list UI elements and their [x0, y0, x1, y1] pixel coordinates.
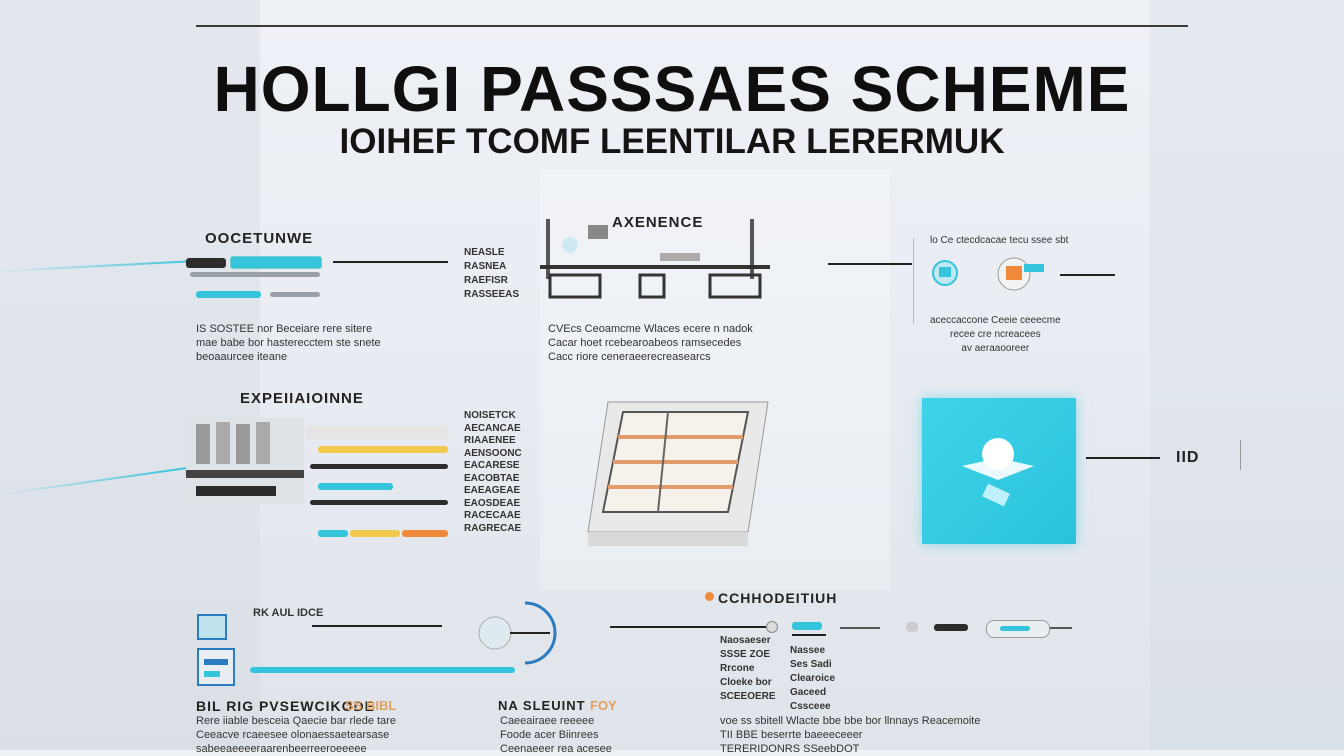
server-rack-icon	[186, 418, 304, 504]
mid-left-label: EXPEIIAIOINNE	[240, 390, 364, 407]
connector-line	[610, 626, 770, 628]
top-center-caption: CVEcs Ceoamcme Wlaces ecere n nadok Caca…	[548, 323, 753, 363]
progress-bar	[318, 530, 348, 537]
progress-bar	[934, 624, 968, 631]
mid-right-label: IID	[1176, 449, 1200, 466]
bottom-center-caption: Caeeairaee reeeee Foode acer Biinrees Ce…	[500, 715, 612, 755]
bottom-left-label: RK AUL IDCE	[253, 607, 324, 619]
progress-bar	[310, 500, 448, 505]
conveyor-machine-icon	[587, 401, 769, 546]
bottom-center-title: NA SLEUINT	[498, 698, 586, 713]
progress-bar	[402, 530, 448, 537]
progress-bar	[306, 426, 449, 440]
connector-line	[792, 634, 826, 636]
progress-bar	[792, 622, 822, 630]
background-panel	[1150, 0, 1344, 750]
connector-node	[906, 622, 918, 632]
progress-bar	[318, 483, 393, 490]
progress-bar	[318, 446, 448, 453]
sensor-icon	[478, 601, 557, 665]
divider	[913, 238, 914, 324]
bottom-right-side-text-b: Nassee Ses Sadi Clearoice Gaceed Cssceee	[790, 645, 836, 712]
device-icon	[197, 614, 235, 686]
progress-bar	[350, 530, 400, 537]
progress-bar	[186, 258, 226, 268]
machine-diagram	[540, 219, 770, 299]
top-left-label: OOCETUNWE	[205, 230, 314, 247]
page-subtitle: IOIHEF TCOMF LEENTILAR LERERMUK	[339, 122, 1005, 161]
progress-bar	[230, 256, 322, 269]
bottom-right-label: CCHHODEITIUH	[718, 590, 838, 606]
top-right-label: lo Ce ctecdcacae tecu ssee sbt	[930, 235, 1069, 246]
divider	[1240, 440, 1241, 470]
status-dot	[705, 592, 714, 601]
bottom-center-title-suffix: FOY	[590, 698, 617, 713]
progress-bar	[250, 667, 515, 673]
progress-bar	[1000, 626, 1030, 631]
connector-line	[1086, 457, 1160, 459]
connector-line	[828, 263, 912, 265]
connector-line	[840, 627, 880, 629]
top-left-side-text: NEASLE RASNEA RAEFISR RASSEEAS	[464, 247, 520, 300]
robot-icon	[932, 260, 958, 286]
connector-line	[333, 261, 448, 263]
bottom-right-side-text-a: Naosaeser SSSE ZOE Rrcone Cloeke bor SCE…	[720, 635, 776, 702]
progress-bar	[196, 291, 261, 298]
progress-bar	[310, 464, 448, 469]
header-rule	[196, 25, 1188, 27]
top-left-caption: IS SOSTEE nor Beceiare rere sitere mae b…	[196, 323, 381, 363]
mid-left-side-text: NOISETCK AECANCAE RIAAENEE AENSOONC EACA…	[464, 410, 522, 534]
cloud-network-icon	[962, 438, 1034, 507]
connector-line	[312, 625, 442, 627]
page-title: HOLLGI PASSSAES SCHEME	[213, 53, 1131, 125]
robot-arm-icon	[997, 257, 1044, 291]
connector-node	[766, 621, 778, 633]
bottom-left-title-suffix: SS BIBL	[345, 698, 397, 713]
progress-bar	[270, 292, 320, 297]
connector-line	[1050, 627, 1072, 629]
top-right-caption: aceccaccone Ceeie ceeecme recee cre ncre…	[930, 315, 1061, 354]
bottom-left-title: BIL RIG PVSEWCIKODE	[196, 698, 375, 714]
top-center-label: AXENENCE	[612, 214, 704, 231]
connector-line	[1060, 274, 1115, 276]
progress-bar	[190, 272, 320, 277]
